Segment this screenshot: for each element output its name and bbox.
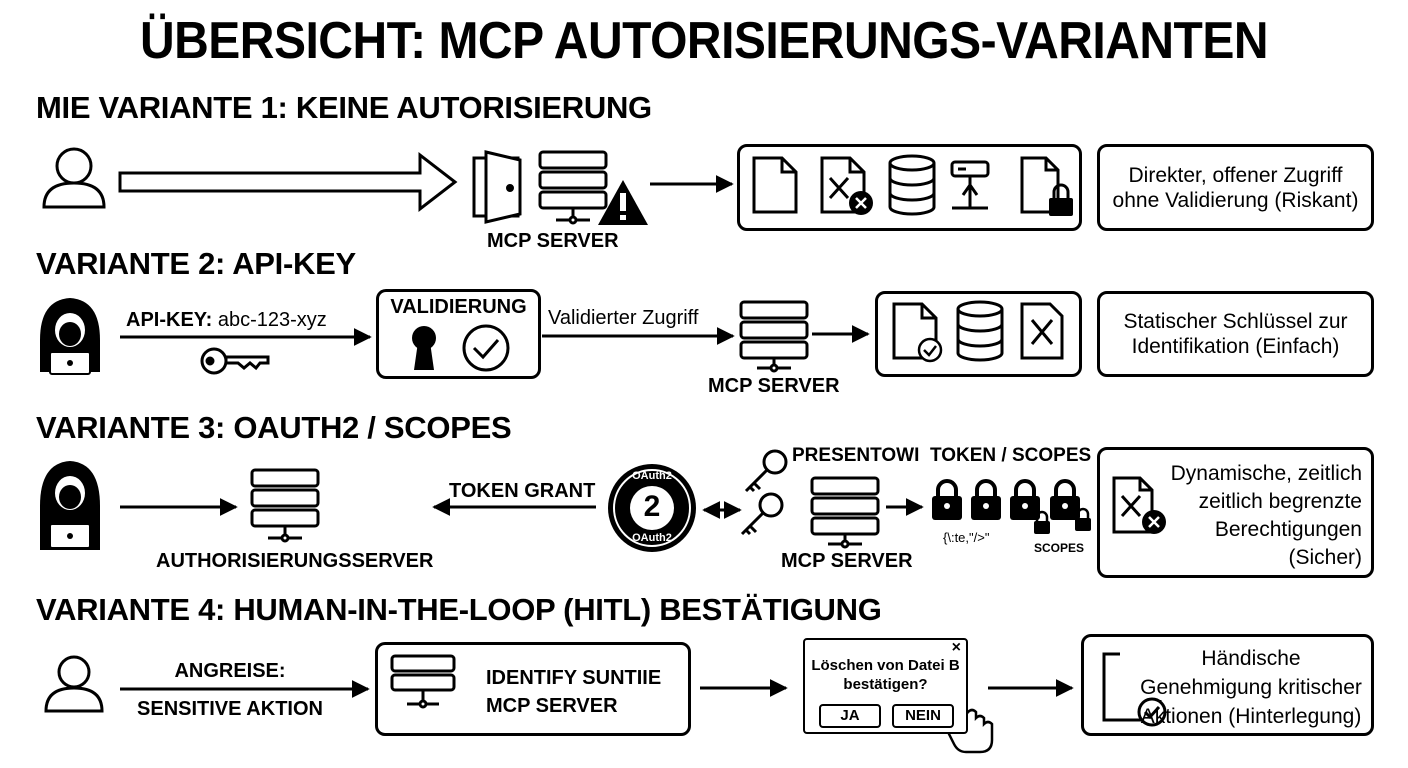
v3-auth-server-label: AUTHORISIERUNGSSERVER [156,550,434,572]
v2-description: Statischer Schlüssel zur Identifikation … [1123,310,1348,358]
v4-description: Händische Genehmigung kritischer Aktione… [1140,647,1362,728]
v3-code-text: {\:te,"/>" [943,530,990,545]
clipboard-check-icon [1102,652,1167,727]
no-button[interactable]: NEIN [892,704,954,728]
v1-locked-file-icon [1020,156,1073,216]
dialog-message: Löschen von Datei B bestätigen? [805,656,966,694]
v1-server-label: MCP SERVER [487,230,619,252]
v4-attack-line1: ANGREISE: [174,660,286,682]
v4-heading: VARIANTE 4: HUMAN-IN-THE-LOOP (HITL) BES… [36,592,882,627]
confirm-dialog: × Löschen von Datei B bestätigen? JA NEI… [803,638,968,734]
v3-description-box: Dynamische, zeitlich zeitlich begrenzte … [1097,447,1374,578]
v3-server-label: MCP SERVER [781,550,913,572]
v2-resources-box [875,291,1082,377]
v1-description-box: Direkter, offener Zugriff ohne Validieru… [1097,144,1374,231]
v1-description: Direkter, offener Zugriff ohne Validieru… [1112,163,1359,212]
v3-description: Dynamische, zeitlich zeitlich begrenzte … [1170,462,1362,569]
v2-server-label: MCP SERVER [708,375,840,397]
v1-resources-box [737,144,1082,231]
v1-file-icon [752,156,798,214]
v4-user-icon [44,655,104,713]
v1-big-arrow [118,151,458,213]
v2-heading: VARIANTE 2: API-KEY [36,246,356,281]
v1-heading: MIE VARIANTE 1: KEINE AUTORISIERUNG [36,90,652,125]
v3-present-label: PRESENTOWI [792,445,920,466]
v4-description-box: Händische Genehmigung kritischer Aktione… [1081,634,1374,736]
oauth-badge-top-text: OAuth2 [632,470,672,482]
v2-key-value: abc-123-xyz [217,309,327,331]
door-icon [472,150,522,224]
validation-label: VALIDIERUNG [390,296,527,318]
page-title: ÜBERSICHT: MCP AUTORISIERUNGS-VARIANTEN [139,12,1269,71]
v1-database-icon [888,154,936,216]
v2-description-box: Statischer Schlüssel zur Identifikation … [1097,291,1374,377]
keyhole-icon [412,326,436,370]
v1-user-icon [42,147,106,209]
v3-key-icon-top [744,449,788,493]
v3-key-icon-bottom [740,492,784,536]
v1-server-icon [538,150,608,225]
v3-hacker-icon [40,461,100,550]
v2-file-check-icon [892,302,943,363]
close-icon[interactable]: × [951,639,961,656]
check-circle-icon [462,324,510,372]
v3-token-grant-label: TOKEN GRANT [449,480,596,502]
v4-attack-line2: SENSITIVE AKTION [137,698,323,720]
v4-server-box: IDENTIFY SUNTIIE MCP SERVER [375,642,691,736]
v2-file-x-icon [1020,302,1064,360]
scope-lock-icons [932,479,1091,534]
oauth-badge-bottom-text: OAuth2 [632,532,672,544]
v1-file-error-icon [820,156,873,215]
dialog-line1: Löschen von Datei B [811,657,960,674]
v2-database-icon [956,300,1004,362]
v3-heading: VARIANTE 3: OAUTH2 / SCOPES [36,410,512,445]
oauth-badge-number: 2 [643,490,661,523]
v1-network-icon [950,160,990,210]
yes-button[interactable]: JA [819,704,881,728]
dialog-line2: bestätigen? [843,676,928,693]
v2-key-prefix: API-KEY: [126,309,213,331]
v3-file-error-icon [1112,476,1166,534]
v2-server-icon [739,300,809,373]
v4-server-icon [390,654,456,709]
warning-icon [598,180,648,225]
key-icon [200,347,270,375]
auth-server-icon [250,468,320,543]
v3-tokens-label: TOKEN / SCOPES [930,445,1092,466]
v2-access-label: Validierter Zugriff [548,307,699,329]
v3-scopes-small-label: SCOPES [1034,541,1085,555]
v4-server-line2: MCP SERVER [486,695,618,717]
validation-box: VALIDIERUNG [376,289,541,379]
oauth2-badge-icon [608,464,696,552]
v4-server-line1: IDENTIFY SUNTIIE [486,667,662,689]
v2-api-key-label: API-KEY: abc-123-xyz [126,309,327,332]
v2-hacker-icon [40,298,100,375]
v3-server-icon [810,476,880,549]
